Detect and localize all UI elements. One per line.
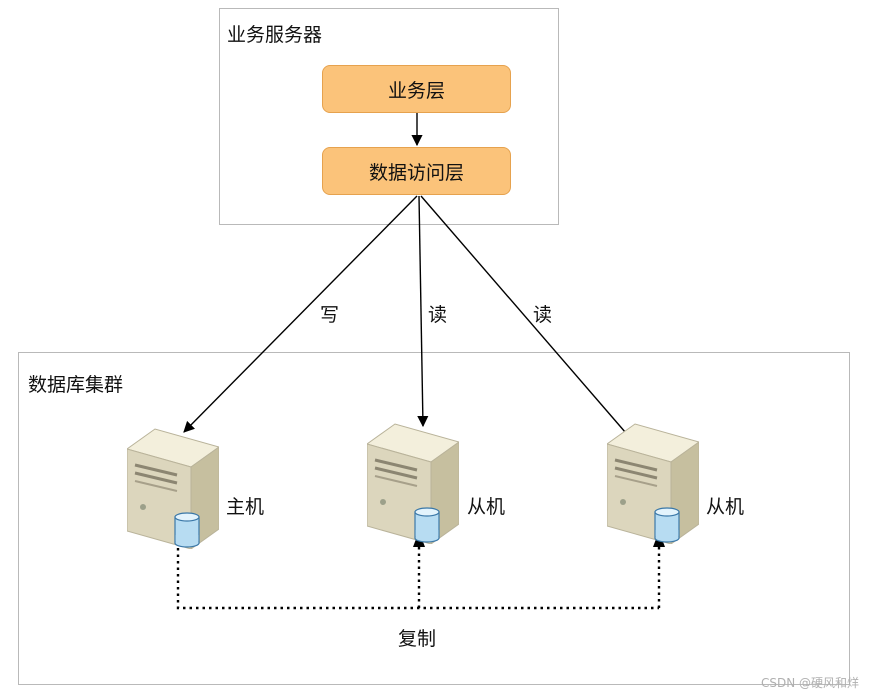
slave-2-label: 从机 xyxy=(706,496,745,518)
slave-server-2-icon xyxy=(605,422,701,545)
master-label: 主机 xyxy=(226,496,265,518)
data-access-layer-box: 数据访问层 xyxy=(322,147,511,195)
replication-line xyxy=(176,540,661,610)
read-label-2: 读 xyxy=(533,304,553,326)
read-arrow-2 xyxy=(420,195,633,441)
slave-server-1-icon xyxy=(365,422,461,545)
database-icon xyxy=(174,512,200,548)
read-arrow-1 xyxy=(417,195,429,428)
master-server-icon xyxy=(125,427,221,550)
business-server-title: 业务服务器 xyxy=(227,24,323,46)
write-label: 写 xyxy=(320,304,340,326)
write-arrow xyxy=(183,195,418,433)
database-icon xyxy=(414,507,440,543)
replication-label: 复制 xyxy=(398,628,437,650)
read-label-1: 读 xyxy=(428,304,448,326)
watermark: CSDN @硬风和烊 xyxy=(760,676,859,690)
business-layer-box: 业务层 xyxy=(322,65,511,113)
database-cluster-frame xyxy=(18,352,850,685)
database-icon xyxy=(654,507,680,543)
slave-1-label: 从机 xyxy=(467,496,506,518)
database-cluster-title: 数据库集群 xyxy=(28,374,124,396)
